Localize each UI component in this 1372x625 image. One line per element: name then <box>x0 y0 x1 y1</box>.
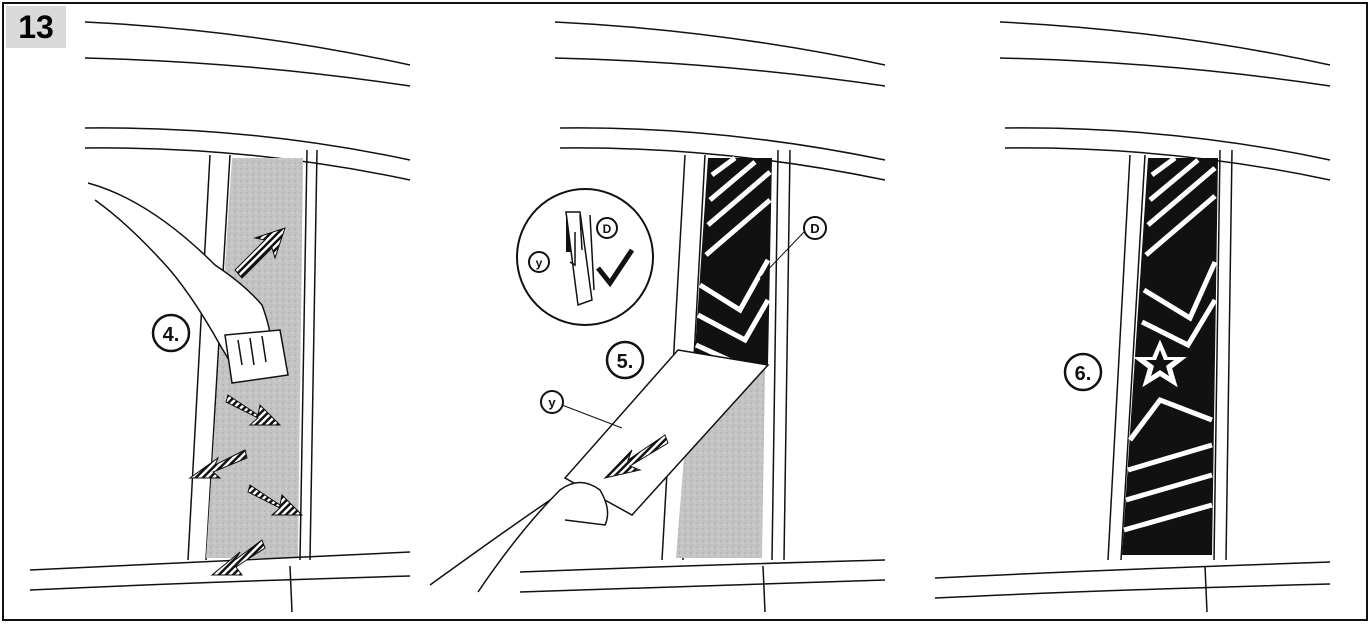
sticker-callout-d: D <box>804 217 826 239</box>
step-5-label: 5. <box>607 342 643 378</box>
step-6-label: 6. <box>1065 354 1101 390</box>
svg-text:6.: 6. <box>1075 363 1092 385</box>
detail-inset: D y <box>517 189 653 325</box>
panel-step-6 <box>935 22 1330 612</box>
svg-text:y: y <box>548 395 556 410</box>
svg-text:y: y <box>536 256 543 270</box>
svg-text:D: D <box>810 221 819 236</box>
svg-text:4.: 4. <box>163 324 180 346</box>
step-4-label: 4. <box>153 315 189 351</box>
svg-text:D: D <box>603 222 612 236</box>
film-callout-y: y <box>541 391 563 413</box>
svg-text:5.: 5. <box>617 351 634 373</box>
panel-step-5 <box>430 22 885 612</box>
panel-step-4 <box>30 22 410 612</box>
